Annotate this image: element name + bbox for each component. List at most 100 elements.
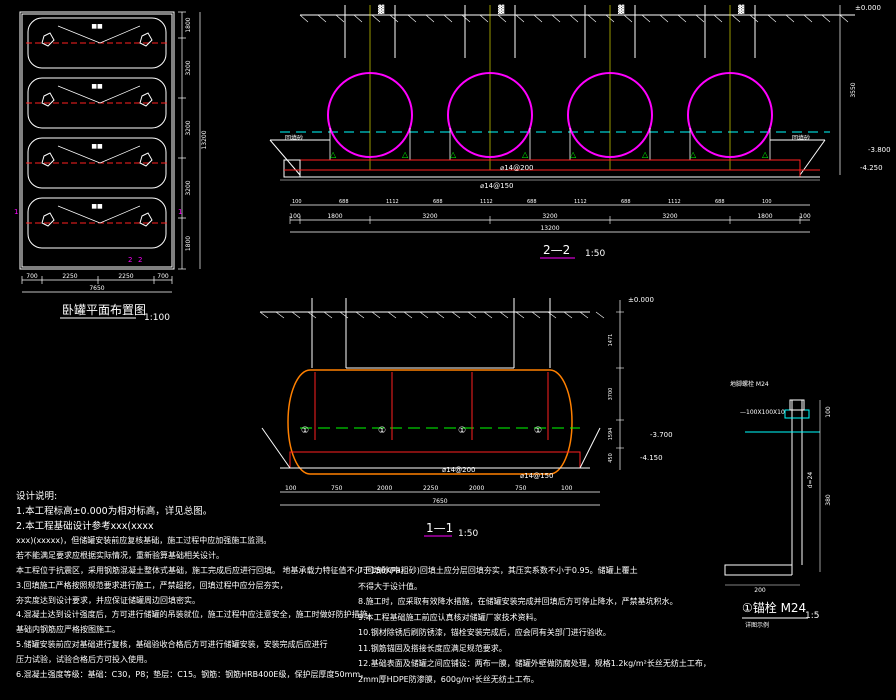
design-notes-left: 设计说明: 1.本工程标高±0.000为相对标高，详见总图。 2.本工程基础设计… xyxy=(16,490,408,682)
soil-hatch xyxy=(353,14,363,23)
soil-hatch xyxy=(803,14,813,23)
anchor-plate xyxy=(784,409,810,419)
dim-label: 100 xyxy=(799,213,811,220)
level-bottom: -4.150 xyxy=(640,454,663,462)
dim-label: 1112 xyxy=(386,199,399,205)
soil-hatch xyxy=(291,311,301,319)
dim-label: 100 xyxy=(292,199,302,205)
tank-horizontal xyxy=(287,369,573,475)
note-line: 11.钢筋锚固及搭接长度应满足规范要求。 xyxy=(358,643,507,653)
rebar-label: ⌀14@150 xyxy=(520,472,553,480)
plan-bottom-dim: 2250 xyxy=(62,273,77,280)
anchor-mark: △ xyxy=(570,150,577,159)
plan-outline xyxy=(21,13,173,268)
plan-total-width: 7650 xyxy=(89,285,104,292)
manhole-icon xyxy=(139,32,153,47)
note-line: 5.储罐安装前应对基础进行复核，基础验收合格后方可进行储罐安装，安装完成后应进行 xyxy=(16,639,328,649)
plan-outline-outer xyxy=(19,11,175,270)
tank-support-line xyxy=(57,85,101,104)
soil-hatch xyxy=(531,311,541,319)
tank-mark: ■■ xyxy=(91,203,103,210)
anchor-mark: △ xyxy=(690,150,697,159)
soil-hatch xyxy=(461,14,471,23)
manhole-icon xyxy=(41,32,55,47)
dim-label: 3200 xyxy=(542,213,557,220)
note-line: 7.回填砂(中粗砂)回填土应分层回填夯实，其压实系数不小于0.95。储罐上覆土 xyxy=(358,566,638,575)
dim-label: 688 xyxy=(339,199,349,205)
dim-label: 2000 xyxy=(377,485,392,492)
tank-support-line xyxy=(57,25,101,44)
soil-hatch xyxy=(579,311,589,319)
note-line: 不得大于设计值。 xyxy=(358,581,422,591)
soil-hatch xyxy=(821,14,831,23)
tank-mark: ■■ xyxy=(91,83,103,90)
soil-hatch xyxy=(443,14,453,23)
section-mark: 2 xyxy=(128,256,132,264)
dim-label: 1800 xyxy=(757,213,772,220)
soil-hatch xyxy=(259,311,269,319)
dim-label: 3200 xyxy=(422,213,437,220)
soil-hatch xyxy=(595,311,605,319)
soil-hatch xyxy=(533,14,543,23)
soil-hatch xyxy=(479,14,489,23)
note-line: 1.本工程标高±0.000为相对标高，详见总图。 xyxy=(16,505,213,517)
bolt-label: 地脚螺栓 M24 xyxy=(730,380,769,388)
excavation-slope xyxy=(799,139,826,176)
note-line: 10.钢材除锈后刷防锈漆，锚栓安装完成后，应会同有关部门进行验收。 xyxy=(358,628,611,637)
dim-label: 100 xyxy=(825,406,832,418)
riser-mark: ▓ xyxy=(738,4,744,14)
dim-label: 100 xyxy=(289,213,301,220)
dim-label: 100 xyxy=(285,485,297,492)
anchor-mark: △ xyxy=(450,150,457,159)
soil-hatch xyxy=(425,14,435,23)
soil-hatch xyxy=(317,14,327,23)
manhole-icon xyxy=(139,152,153,167)
note-line: 基础内钢筋应严格按图施工。 xyxy=(16,625,120,635)
soil-hatch xyxy=(677,14,687,23)
soil-hatch xyxy=(839,14,849,23)
soil-hatch xyxy=(299,14,309,23)
dim-label: 750 xyxy=(515,485,527,492)
plan-dim-label: 1800 xyxy=(185,236,192,251)
section-mark: 1 xyxy=(14,208,18,216)
tank-support-line xyxy=(57,145,101,164)
note-line: 夯实度达到设计要求，并应保证储罐周边回填密实。 xyxy=(16,595,200,605)
notes-heading: 设计说明: xyxy=(16,491,58,502)
note-line: 2mm厚HDPE防渗膜，600g/m²长丝无纺土工布。 xyxy=(358,674,539,684)
rebar-label: ⌀14@150 xyxy=(480,182,513,190)
plan-title: 卧罐平面布置图 xyxy=(62,303,146,317)
level-water: -3.700 xyxy=(650,431,673,439)
note-line: 6.混凝土强度等级：基础：C30，P8；垫层：C15。钢筋：钢筋HRB400E级… xyxy=(16,669,369,679)
dim-label: 1594 xyxy=(608,428,614,441)
tank-mark: ■■ xyxy=(91,23,103,30)
soil-hatch xyxy=(435,311,445,319)
section-22-scale: 1:50 xyxy=(585,249,605,259)
excavation-slope xyxy=(579,427,601,469)
tank-section xyxy=(447,72,533,158)
anchor-mark: △ xyxy=(402,150,409,159)
manhole-icon xyxy=(139,92,153,107)
excavation-slope xyxy=(261,427,291,469)
anchor-title: ①锚栓 M24 xyxy=(742,600,806,615)
soil-hatch xyxy=(387,311,397,319)
dim-label: 688 xyxy=(715,199,725,205)
manhole-icon xyxy=(41,152,55,167)
soil-hatch xyxy=(355,311,365,319)
soil-hatch xyxy=(515,14,525,23)
plan-dim-label: 1800 xyxy=(185,17,192,32)
dim-total: 7650 xyxy=(432,498,447,505)
anchor-mark: △ xyxy=(762,150,769,159)
soil-hatch xyxy=(713,14,723,23)
plan-bottom-dim: 2250 xyxy=(118,273,133,280)
anchor-callout: ① xyxy=(378,426,386,436)
dim-label: 100 xyxy=(561,485,573,492)
soil-hatch xyxy=(551,14,561,23)
height-dim: 3550 xyxy=(850,82,857,97)
soil-hatch xyxy=(587,14,597,23)
soil-hatch xyxy=(467,311,477,319)
anchor-callout: ① xyxy=(534,426,542,436)
soil-hatch xyxy=(569,14,579,23)
tank-section xyxy=(327,72,413,158)
base-slab xyxy=(299,159,801,178)
